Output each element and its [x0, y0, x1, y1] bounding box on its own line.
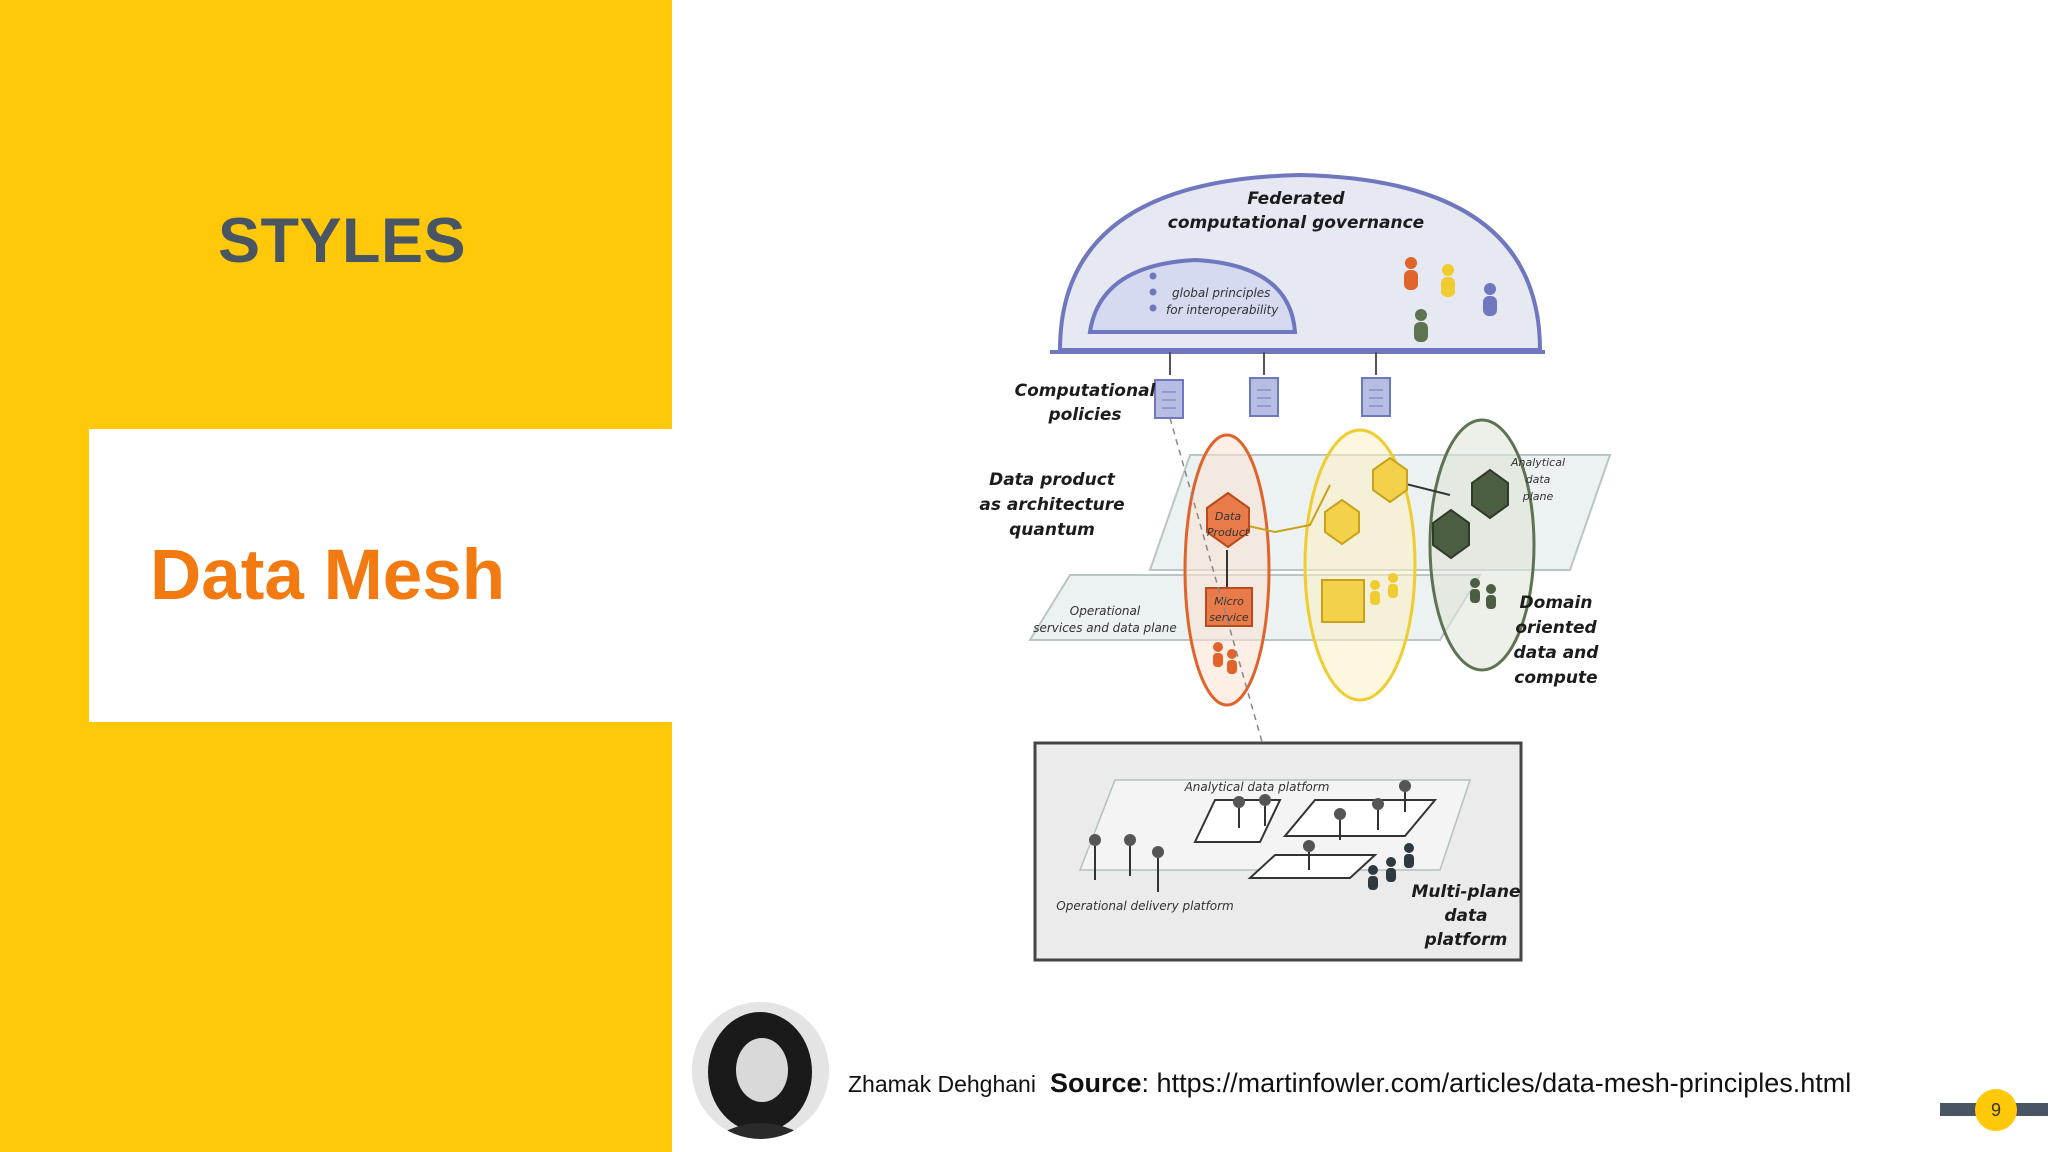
data-product-label-2: Product [1207, 526, 1250, 539]
slide-title: Data Mesh [150, 536, 506, 615]
data-product-hexagon [1432, 508, 1470, 560]
person-icon-blue [1483, 283, 1497, 316]
data-product-hexagon [1206, 491, 1250, 549]
microservice-box [1321, 579, 1365, 623]
person-icon-orange [1213, 642, 1237, 674]
person-icon-green [1414, 309, 1428, 342]
domain-label-2: oriented [1515, 618, 1597, 638]
author-name: Zhamak Dehghani [848, 1071, 1036, 1097]
micro-label-1: Micro [1214, 595, 1244, 608]
multiplane-label-2: data [1444, 906, 1487, 926]
multiplane-label-3: platform [1424, 930, 1508, 950]
analytical-platform-label: Analytical data platform [1184, 780, 1330, 794]
data-mesh-diagram: Federated computational governance globa… [979, 172, 1612, 962]
data-product-hexagon [1471, 468, 1509, 520]
multiplane-label-1: Multi-plane [1412, 882, 1521, 902]
analytical-plane-label-2: data [1526, 473, 1551, 486]
analytical-plane-label-1: Analytical [1510, 456, 1565, 469]
quantum-label-3: quantum [1009, 520, 1095, 540]
pin-icon [1152, 846, 1164, 892]
computational-policies: Computational policies [1015, 352, 1391, 425]
data-product-hexagon [1324, 498, 1360, 546]
pin-icon [1399, 780, 1411, 812]
author-avatar [692, 1002, 829, 1139]
pin-icon [1124, 834, 1136, 876]
source-label: Source [1050, 1068, 1142, 1098]
policy-doc-icon [1361, 377, 1391, 417]
source-url[interactable]: : https://martinfowler.com/articles/data… [1141, 1068, 1852, 1098]
person-icon-orange [1404, 257, 1418, 290]
governance-sub-1: global principles [1172, 286, 1270, 300]
pin-icon [1334, 808, 1346, 840]
platform-box: Analytical data platform Operational del… [1033, 741, 1523, 962]
connection-line [1234, 484, 1331, 534]
pin-icon [1303, 840, 1315, 870]
governance-dome: Federated computational governance globa… [1050, 172, 1545, 354]
domain-label-3: data and [1514, 643, 1600, 663]
person-icon-green [1470, 578, 1496, 609]
pin-icon [1233, 796, 1245, 828]
quantum-label-1: Data product [989, 470, 1116, 490]
analytical-plane-label-3: plane [1522, 490, 1554, 503]
governance-title-1: Federated [1247, 189, 1345, 209]
title-card [89, 429, 672, 722]
microservice-box [1205, 587, 1253, 627]
source-citation: Source: https://martinfowler.com/article… [1050, 1068, 1851, 1099]
domain-label-1: Domain [1520, 593, 1593, 613]
section-label: STYLES [218, 206, 467, 276]
operational-label-2: services and data plane [1033, 621, 1177, 635]
governance-title-2: computational governance [1168, 213, 1424, 233]
data-product-hexagon [1372, 456, 1408, 504]
governance-sub-2: for interoperability [1166, 303, 1279, 317]
pin-icon [1372, 798, 1384, 830]
operational-platform-label: Operational delivery platform [1056, 899, 1233, 913]
dependency-line [1169, 417, 1271, 771]
operational-label-1: Operational [1070, 604, 1141, 618]
data-product-label-1: Data [1215, 510, 1242, 523]
quantum-label-2: as architecture [979, 495, 1124, 515]
policy-doc-icon [1154, 379, 1184, 419]
person-icon-yellow [1370, 573, 1398, 605]
micro-label-2: service [1209, 611, 1249, 624]
pin-icon [1259, 794, 1271, 826]
policies-label-1: Computational [1015, 381, 1157, 401]
policy-doc-icon [1249, 377, 1279, 417]
person-icon-dark [1368, 843, 1414, 890]
domain-label-4: compute [1514, 668, 1597, 688]
pin-icon [1089, 834, 1101, 880]
page-number-badge: 9 [1975, 1089, 2017, 1131]
policies-label-2: policies [1047, 405, 1121, 425]
person-icon-yellow [1441, 264, 1455, 297]
